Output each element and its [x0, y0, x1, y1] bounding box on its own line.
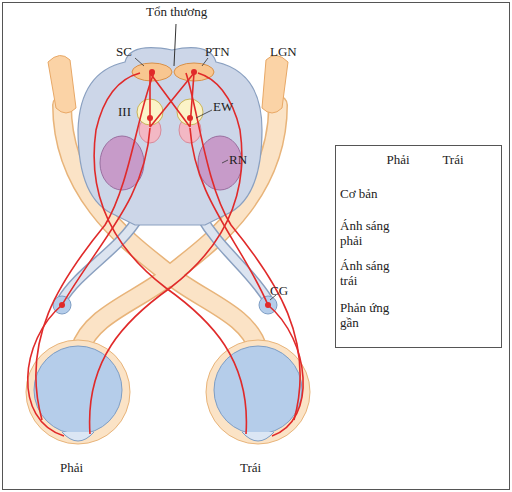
- lesion-label: Tổn thương: [146, 4, 207, 19]
- eye-label: Trái: [240, 460, 261, 475]
- nucleus-label: EW: [213, 99, 233, 114]
- nucleus-label: PTN: [205, 44, 230, 59]
- column-heading: Phải: [378, 152, 418, 167]
- row-heading: Phản ứng gần: [340, 300, 402, 330]
- eye-label: Phải: [60, 460, 83, 475]
- legend-box: Phải Trái Cơ bảnÁnh sáng phảiÁnh sáng trái…: [335, 145, 502, 348]
- nucleus-label: SC: [116, 44, 132, 59]
- ganglion-label: CG: [270, 283, 288, 298]
- row-heading: Ánh sáng phải: [340, 218, 402, 248]
- nucleus-label: III: [118, 104, 131, 119]
- column-heading: Trái: [433, 152, 473, 167]
- nucleus-label: LGN: [270, 44, 297, 59]
- nucleus-label: RN: [229, 152, 247, 167]
- row-heading: Ánh sáng trái: [340, 258, 402, 288]
- row-heading: Cơ bản: [340, 186, 402, 201]
